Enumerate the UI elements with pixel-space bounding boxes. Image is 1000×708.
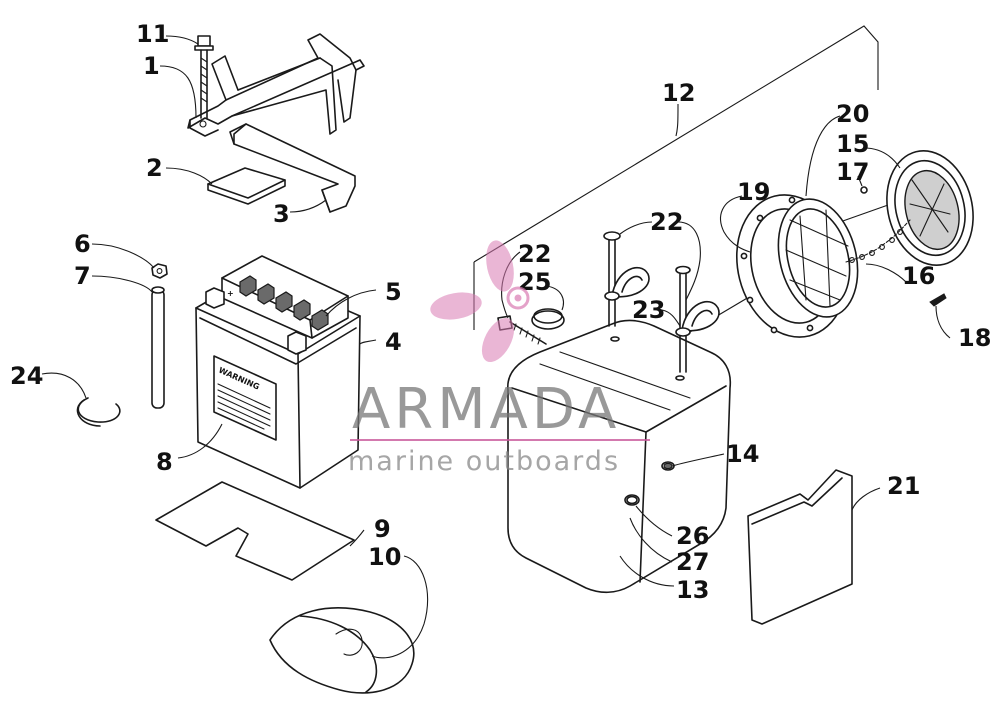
- battery-terminals: +: [205, 287, 307, 355]
- callout-17: 17: [836, 158, 869, 186]
- retaining-clip: [76, 397, 121, 427]
- callout-12: 12: [662, 79, 695, 107]
- callout-10: 10: [368, 543, 401, 571]
- mounting-screw-top-1: [603, 231, 621, 327]
- propeller-logo-icon: [430, 240, 530, 363]
- retaining-chain: [845, 219, 911, 263]
- hose-clamp-left: [531, 308, 565, 330]
- terminal-plus-sign: +: [227, 289, 234, 298]
- callout-3: 3: [273, 200, 290, 228]
- storage-bag: [269, 607, 415, 694]
- callout-9: 9: [374, 515, 391, 543]
- leader-lines: [41, 35, 951, 659]
- callout-14: 14: [726, 440, 759, 468]
- battery-vent-caps: [239, 275, 329, 331]
- callout-27: 27: [676, 548, 709, 576]
- terminal-nut: [151, 263, 168, 279]
- cap-screw: [860, 186, 868, 194]
- battery-pad: [207, 167, 286, 205]
- vent-tube: [151, 286, 165, 409]
- callout-4: 4: [385, 328, 402, 356]
- side-fitting-screw: [663, 462, 673, 470]
- watermark-tagline: marine outboards: [348, 446, 620, 477]
- cotter-pin: [929, 293, 947, 307]
- callout-19: 19: [737, 178, 770, 206]
- callout-7: 7: [74, 262, 91, 290]
- callout-26: 26: [676, 522, 709, 550]
- washer-clips: [604, 291, 691, 337]
- battery-hold-down-strap: [187, 33, 365, 137]
- callout-6: 6: [74, 230, 91, 258]
- cable-strap-2: [681, 300, 720, 332]
- battery-warning-label: WARNING: [213, 355, 277, 441]
- callout-11: 11: [136, 20, 169, 48]
- callout-5: 5: [385, 278, 402, 306]
- callout-1: 1: [143, 52, 160, 80]
- terminal-cover: [747, 469, 853, 625]
- callout-18: 18: [958, 324, 991, 352]
- vent-cap: [886, 150, 974, 266]
- callout-numbers: 11 1 2 3 6 7 5 4 24 8 9 10 12 20 15 17 1…: [10, 20, 991, 604]
- vent-ring: [777, 198, 859, 318]
- callout-21: 21: [887, 472, 920, 500]
- callout-13: 13: [676, 576, 709, 604]
- hold-down-bolt: [194, 35, 214, 119]
- battery-tray-pad: [155, 481, 355, 581]
- callout-22-right: 22: [650, 208, 683, 236]
- cable-strap-1: [611, 266, 650, 298]
- callout-15: 15: [836, 130, 869, 158]
- battery-bracket: [229, 123, 356, 213]
- watermark-brand: ARMADA: [352, 377, 620, 442]
- battery: + WARNING: [195, 255, 361, 489]
- armada-watermark: ARMADA marine outboards: [348, 240, 650, 477]
- callout-16: 16: [902, 262, 935, 290]
- callout-8: 8: [156, 448, 173, 476]
- side-grommet: [626, 495, 638, 505]
- callout-22-left: 22: [518, 240, 551, 268]
- callout-24: 24: [10, 362, 43, 390]
- callout-23: 23: [632, 296, 665, 324]
- callout-20: 20: [836, 100, 869, 128]
- callout-2: 2: [146, 154, 163, 182]
